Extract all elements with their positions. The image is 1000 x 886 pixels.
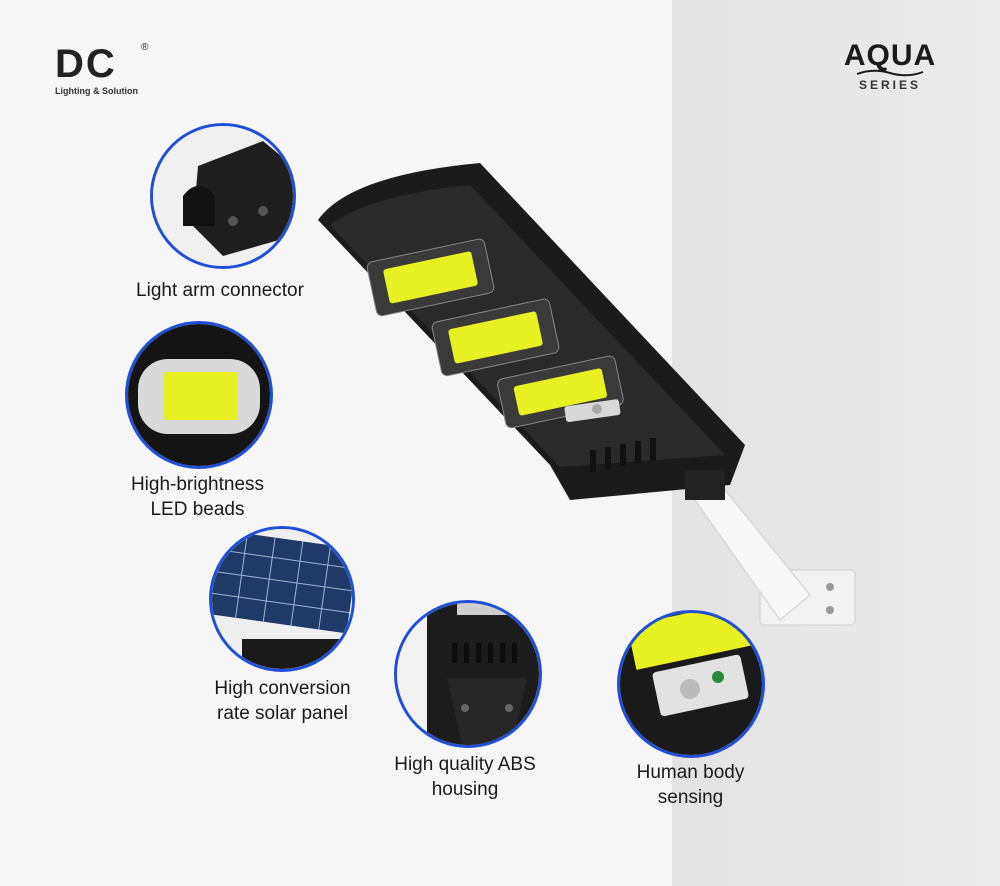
feature-label-line1: Human body [636,762,745,783]
dc-logo: DC ® Lighting & Solution [55,42,148,96]
feature-label-line2: LED beads [150,499,245,520]
wave-icon [856,69,924,77]
arm-connector-icon [153,126,293,266]
feature-label-arm-connector: Light arm connector [120,278,320,303]
abs-housing-image [394,600,542,748]
aqua-series-text: SERIES [858,78,921,92]
led-bead-image [125,321,273,469]
feature-label-line2: housing [431,779,499,800]
feature-label-line1: Light arm connector [136,280,304,301]
dc-tagline: Lighting & Solution [55,86,138,96]
led-bead-icon [128,324,270,466]
feature-label-line1: High quality ABS [394,754,536,775]
dc-logo-text: DC [55,42,117,86]
feature-label-sensor: Human body sensing [608,760,773,810]
street-lamp-image [318,163,856,626]
feature-label-abs-housing: High quality ABS housing [380,752,550,802]
registered-mark: ® [141,42,149,53]
feature-label-line2: rate solar panel [217,703,348,724]
abs-housing-icon [397,603,539,745]
solar-panel-icon [212,529,352,669]
aqua-logo: AQUA SERIES [835,39,945,93]
feature-label-line1: High conversion [214,678,351,699]
aqua-logo-text: AQUA [843,39,937,72]
sensor-image [617,610,765,758]
arm-connector-image [150,123,296,269]
sensor-icon [620,613,762,755]
feature-label-solar-panel: High conversion rate solar panel [195,676,370,726]
feature-label-line2: sensing [657,787,724,808]
solar-panel-image [209,526,355,672]
feature-label-led-beads: High-brightness LED beads [110,472,285,522]
feature-label-line1: High-brightness [130,474,265,495]
